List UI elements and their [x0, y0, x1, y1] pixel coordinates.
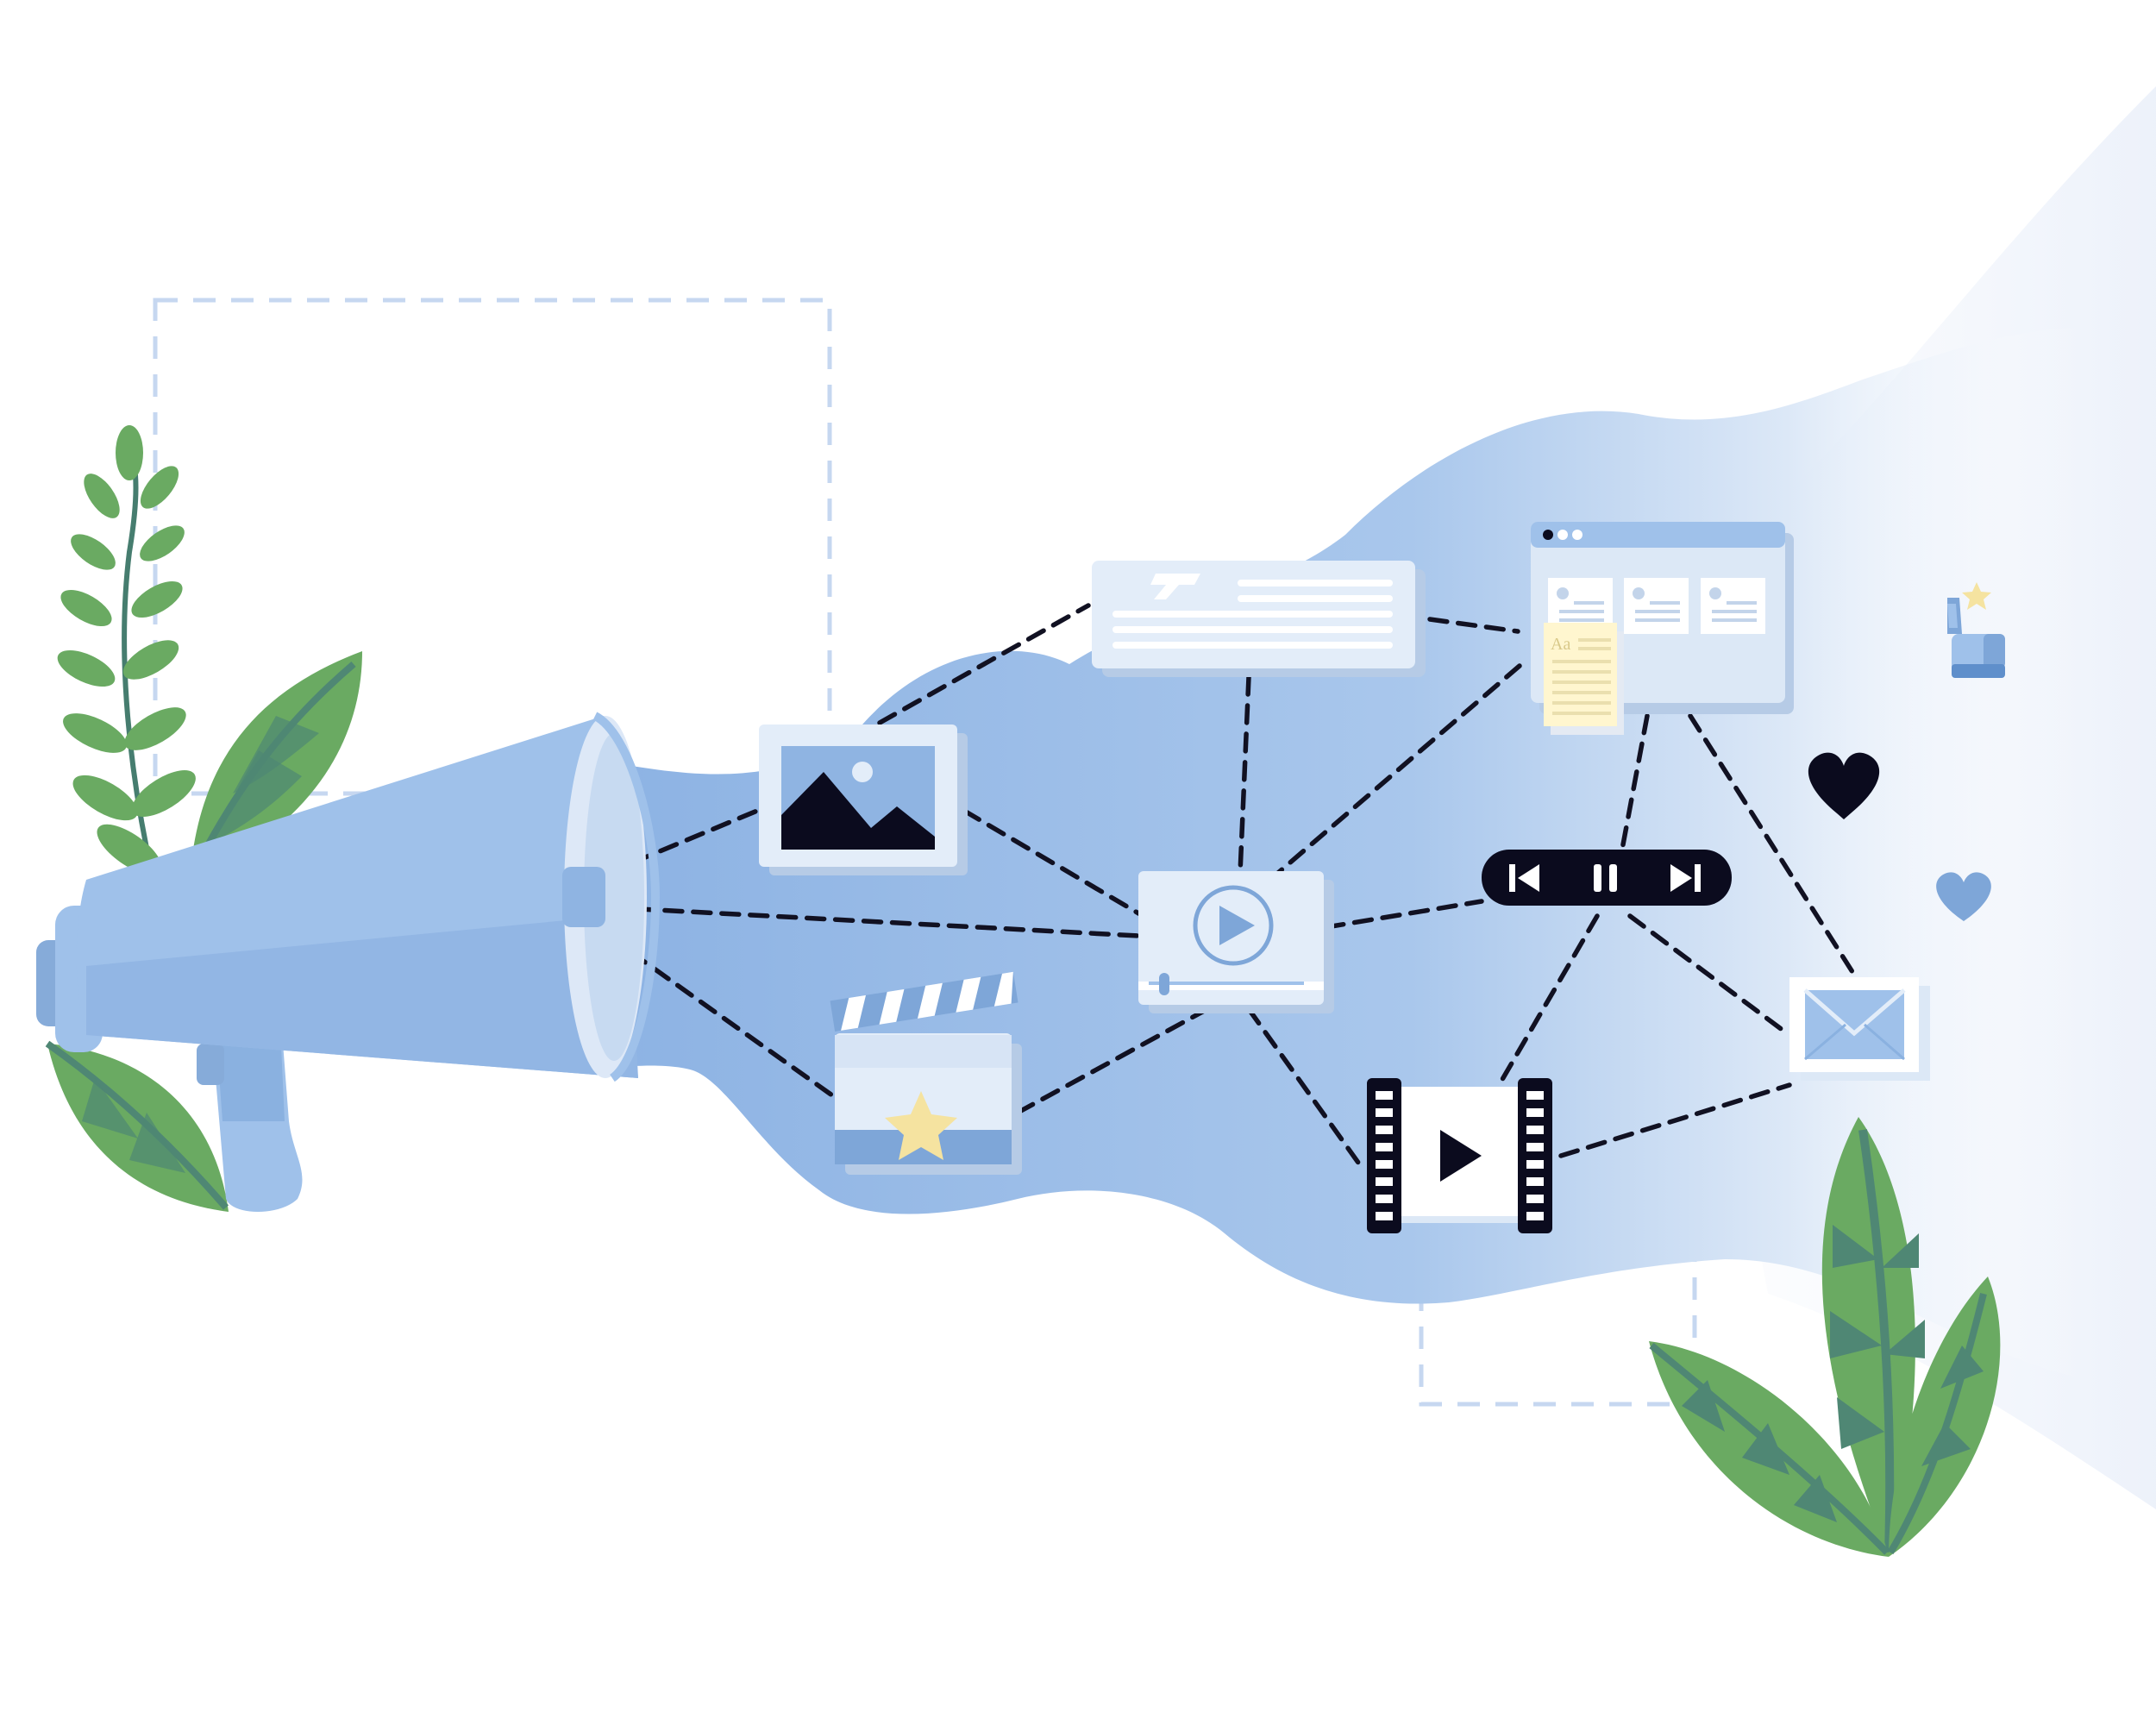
film-strip-icon [1367, 1078, 1552, 1233]
dashed-frame-bottom-right [1419, 1169, 1697, 1407]
connection-network [605, 603, 1857, 1171]
plant-icon [1649, 1117, 2001, 1557]
thumbs-up-icon [1947, 582, 2005, 678]
rewind-icon [1509, 864, 1539, 892]
fast-forward-icon [1670, 864, 1701, 892]
heart-icon [1936, 872, 1991, 921]
play-icon [1440, 1130, 1482, 1182]
pause-icon [1594, 864, 1617, 892]
text-document-icon [1092, 561, 1426, 677]
sticky-note-icon: Aa [1544, 623, 1624, 735]
envelope-icon [1789, 977, 1930, 1081]
heart-icon [1808, 752, 1880, 819]
clapperboard-icon [830, 971, 1022, 1175]
video-player-icon [1138, 871, 1334, 1013]
sticky-note-label: Aa [1551, 635, 1570, 654]
star-icon [885, 1091, 957, 1160]
plant-icon [45, 425, 362, 1212]
media-controls-icon [1482, 850, 1732, 906]
image-icon [759, 724, 968, 875]
megaphone-icon [36, 712, 661, 1212]
